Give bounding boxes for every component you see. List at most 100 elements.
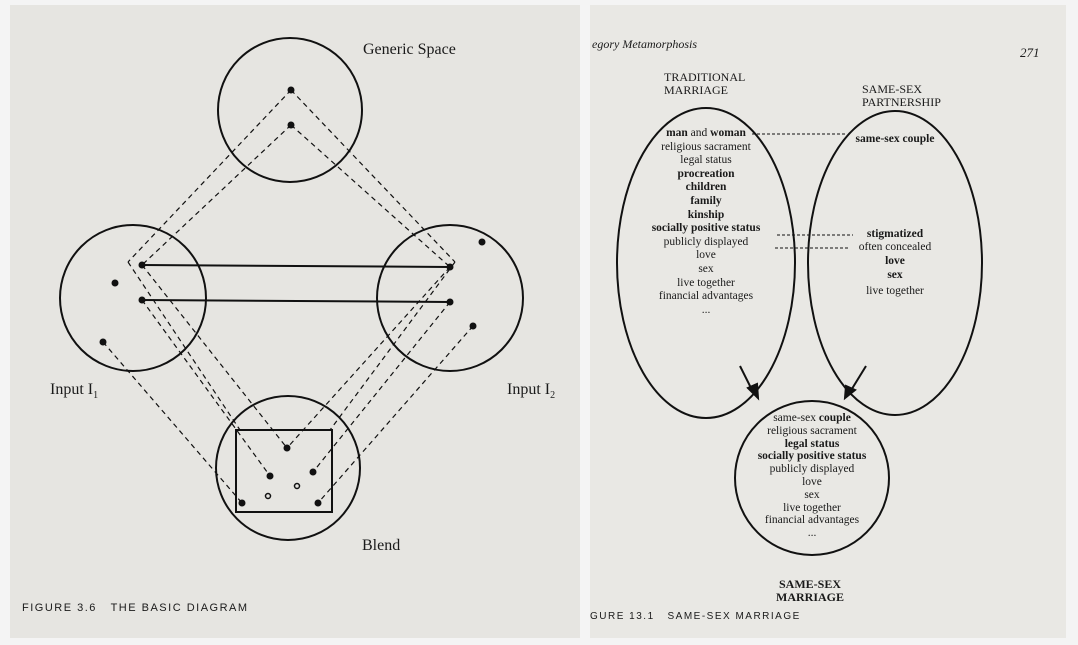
item-text: live together [677, 276, 735, 289]
item-text: religious sacrament [661, 140, 751, 153]
title-line: MARRIAGE [776, 590, 844, 604]
element-points [99, 86, 486, 507]
input1-label: Input I1 [50, 381, 98, 401]
item-text: socially positive status [651, 222, 761, 235]
list-item: religious sacrament [712, 425, 912, 438]
list-item: same-sex couple [795, 133, 995, 147]
input1-text: Input I [50, 381, 94, 398]
page-number: 271 [1020, 45, 1040, 60]
list-item: man and woman [606, 127, 806, 141]
item-text: woman [710, 127, 746, 139]
item-text: publicly displayed [663, 235, 749, 248]
emergent-point [293, 482, 301, 490]
list-item: family [606, 195, 806, 209]
figure-number: GURE 13.1 [590, 611, 655, 622]
list-item: financial advantages [712, 514, 912, 527]
list-item: legal status [606, 154, 806, 168]
title-line: SAME-SEX [778, 577, 841, 591]
list-item: financial advantages [606, 290, 806, 304]
basic-diagram [59, 37, 524, 541]
blend-box [235, 429, 333, 513]
input2-label: Input I2 [507, 381, 555, 401]
item-text: love [696, 249, 716, 262]
list-item: live together [795, 285, 995, 299]
list-item: ... [712, 527, 912, 540]
list-item: love [795, 255, 995, 269]
item-text: often concealed [858, 241, 932, 253]
mapping-line [141, 299, 451, 303]
list-item: kinship [606, 209, 806, 223]
generic-space-circle [217, 37, 363, 183]
list-item: children [606, 181, 806, 195]
input1-circle [59, 224, 207, 372]
list-item: stigmatized [795, 228, 995, 242]
item-text: publicly displayed [769, 463, 855, 476]
item-text: legal status [680, 154, 732, 167]
same-sex-marriage-circle [734, 400, 890, 556]
title-line: TRADITIONAL [664, 70, 746, 84]
list-item: socially positive status [606, 222, 806, 236]
list-item: publicly displayed [606, 236, 806, 250]
item-text: ... [701, 303, 711, 316]
item-text: same-sex [773, 412, 819, 424]
item-text: financial advantages [764, 514, 860, 527]
item-text: legal status [784, 437, 840, 450]
item-text: love [885, 255, 905, 267]
item-text: same-sex couple [855, 133, 935, 145]
figure-title: Same-Sex Marriage [667, 611, 801, 622]
arrow-icon [739, 365, 867, 401]
title-line: MARRIAGE [664, 83, 729, 97]
list-item: sex [795, 269, 995, 283]
list-item: live together [606, 277, 806, 291]
projection-lines [102, 89, 474, 504]
item-text: socially positive status [757, 450, 867, 463]
item-text: stigmatized [866, 228, 924, 240]
title-line: PARTNERSHIP [862, 95, 941, 109]
list-item: religious sacrament [606, 141, 806, 155]
input2-circle [376, 224, 524, 372]
list-item: often concealed [795, 241, 995, 255]
blend-label: Blend [362, 537, 401, 554]
list-item: love [606, 249, 806, 263]
item-text: love [802, 475, 822, 488]
item-text: sex [698, 262, 714, 275]
item-text: family [690, 194, 722, 207]
list-item: ... [606, 304, 806, 318]
list-item: publicly displayed [712, 463, 912, 476]
correspondence-lines [752, 133, 853, 249]
item-text: live together [783, 501, 841, 514]
input2-text: Input I [507, 381, 551, 398]
item-text: sex [887, 269, 903, 281]
item-text: children [685, 181, 727, 194]
running-head: egory Metamorphosis [592, 37, 697, 51]
list-item: sex [712, 489, 912, 502]
item-text: sex [804, 488, 820, 501]
list-item: socially positive status [712, 450, 912, 463]
blend-circle [215, 395, 361, 541]
item-text: procreation [677, 167, 735, 180]
list-item: love [712, 476, 912, 489]
emergent-point [264, 492, 272, 500]
generic-space-label: Generic Space [363, 41, 456, 58]
item-text: religious sacrament [767, 424, 857, 437]
item-text: kinship [687, 208, 725, 221]
list-item: sex [606, 263, 806, 277]
figure-caption: GURE 13.1 Same-Sex Marriage [590, 611, 801, 622]
item-text: ... [807, 527, 817, 540]
item-text: financial advantages [658, 290, 754, 303]
list-item: legal status [712, 438, 912, 451]
input2-subscript: 2 [550, 390, 556, 402]
figure-number: FIGURE 3.6 [22, 602, 97, 614]
item-text: live together [866, 285, 924, 297]
mapping-line [141, 264, 451, 268]
list-item: live together [712, 502, 912, 515]
same-sex-marriage-diagram [616, 107, 983, 556]
same-sex-partnership-ellipse [807, 110, 983, 416]
title-line: SAME-SEX [862, 82, 923, 96]
list-item: procreation [606, 168, 806, 182]
